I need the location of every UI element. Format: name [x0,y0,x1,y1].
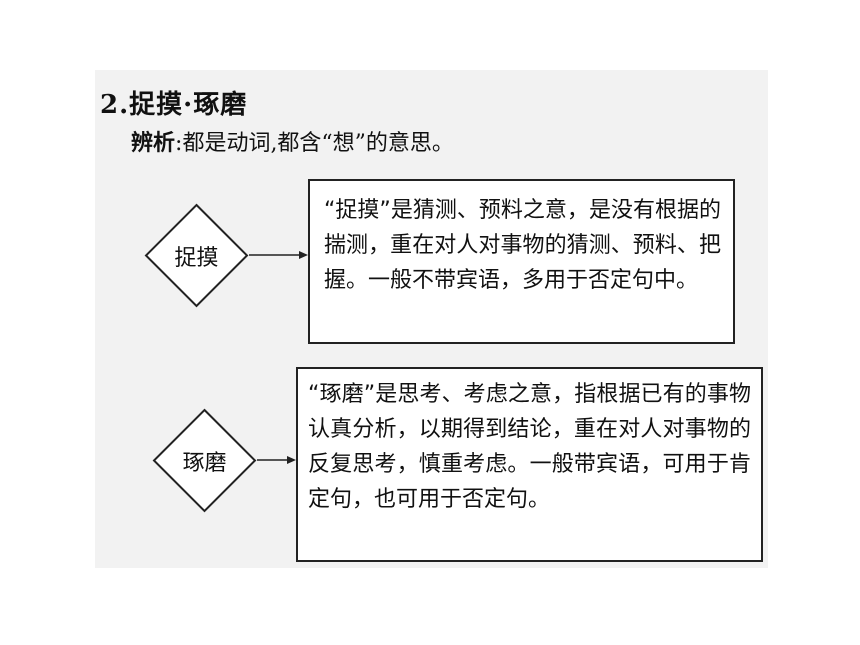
analysis-text: 都是动词,都含“想”的意思。 [182,131,454,156]
diamond-shape-2 [152,408,257,513]
explanation-text-2: “琢磨”是思考、考虑之意，指根据已有的事物认真分析，以期得到结论，重在对人对事物… [308,382,751,512]
term-label-1: 捉摸 [174,245,219,271]
diamond-shape-1 [144,203,249,308]
analysis-separator: : [175,131,183,156]
term-label-2: 琢磨 [182,450,227,476]
arrow-1 [249,251,308,259]
explanation-box-1: “捉摸”是猜测、预料之意，是没有根据的揣测，重在对人对事物的猜测、预料、把握。一… [308,179,735,344]
explanation-text-1: “捉摸”是猜测、预料之意，是没有根据的揣测，重在对人对事物的猜测、预料、把握。一… [324,198,721,293]
analysis-label: 辨析 [131,130,176,156]
explanation-box-2: “琢磨”是思考、考虑之意，指根据已有的事物认真分析，以期得到结论，重在对人对事物… [296,367,763,562]
section-heading: 2.捉摸·琢磨 [100,90,248,120]
analysis-line: 辨析:都是动词,都含“想”的意思。 [131,125,454,157]
term-diamond-1: 捉摸 [144,203,249,308]
arrow-2 [257,456,296,464]
term-diamond-2: 琢磨 [152,408,257,513]
